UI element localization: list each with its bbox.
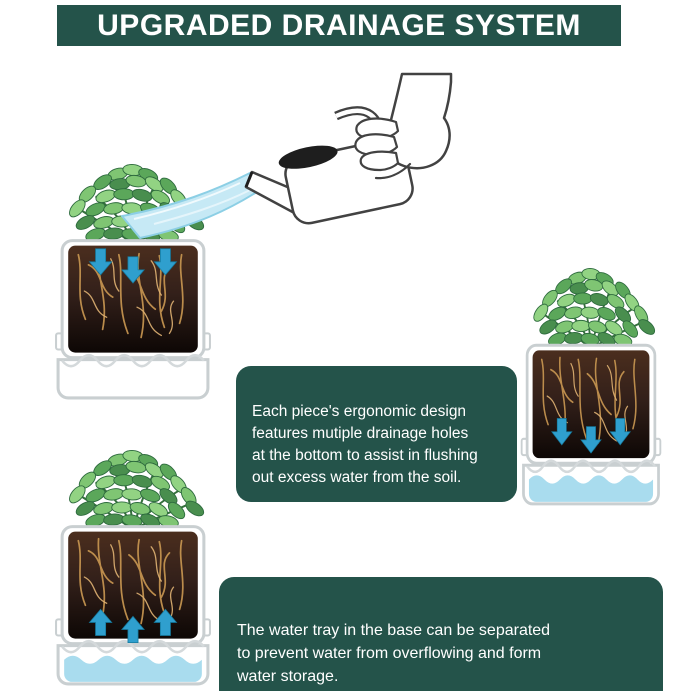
water-tray bbox=[56, 639, 210, 686]
water-tray-callout-text: The water tray in the base can be separa… bbox=[237, 622, 551, 686]
drainage-callout-text: Each piece's ergonomic design features m… bbox=[252, 403, 478, 486]
plant-foliage bbox=[65, 450, 208, 531]
planter-bottom-left-illustration bbox=[52, 450, 214, 690]
tray-water bbox=[528, 475, 654, 502]
drainage-arrows-down-top bbox=[88, 248, 178, 284]
plant-foliage bbox=[530, 268, 659, 350]
planter-illustration bbox=[55, 164, 211, 400]
page-title: UPGRADED DRAINAGE SYSTEM bbox=[97, 8, 581, 42]
planter-illustration bbox=[520, 268, 662, 506]
water-tray-callout: The water tray in the base can be separa… bbox=[219, 577, 663, 691]
watering-can-illustration bbox=[121, 72, 453, 239]
planter-illustration bbox=[55, 450, 211, 686]
drainage-arrows-down-bottom bbox=[551, 418, 631, 454]
drainage-callout: Each piece's ergonomic design features m… bbox=[236, 366, 517, 502]
water-tray bbox=[522, 459, 660, 506]
planter-right-illustration bbox=[518, 268, 664, 510]
water-storage-arrows-up bbox=[88, 608, 178, 643]
water-tray bbox=[56, 353, 210, 400]
hand-icon bbox=[354, 72, 453, 180]
planter-top-left-illustration bbox=[52, 164, 214, 404]
tray-water bbox=[64, 655, 202, 682]
title-banner: UPGRADED DRAINAGE SYSTEM bbox=[57, 5, 621, 46]
water-stream-icon bbox=[121, 172, 261, 239]
